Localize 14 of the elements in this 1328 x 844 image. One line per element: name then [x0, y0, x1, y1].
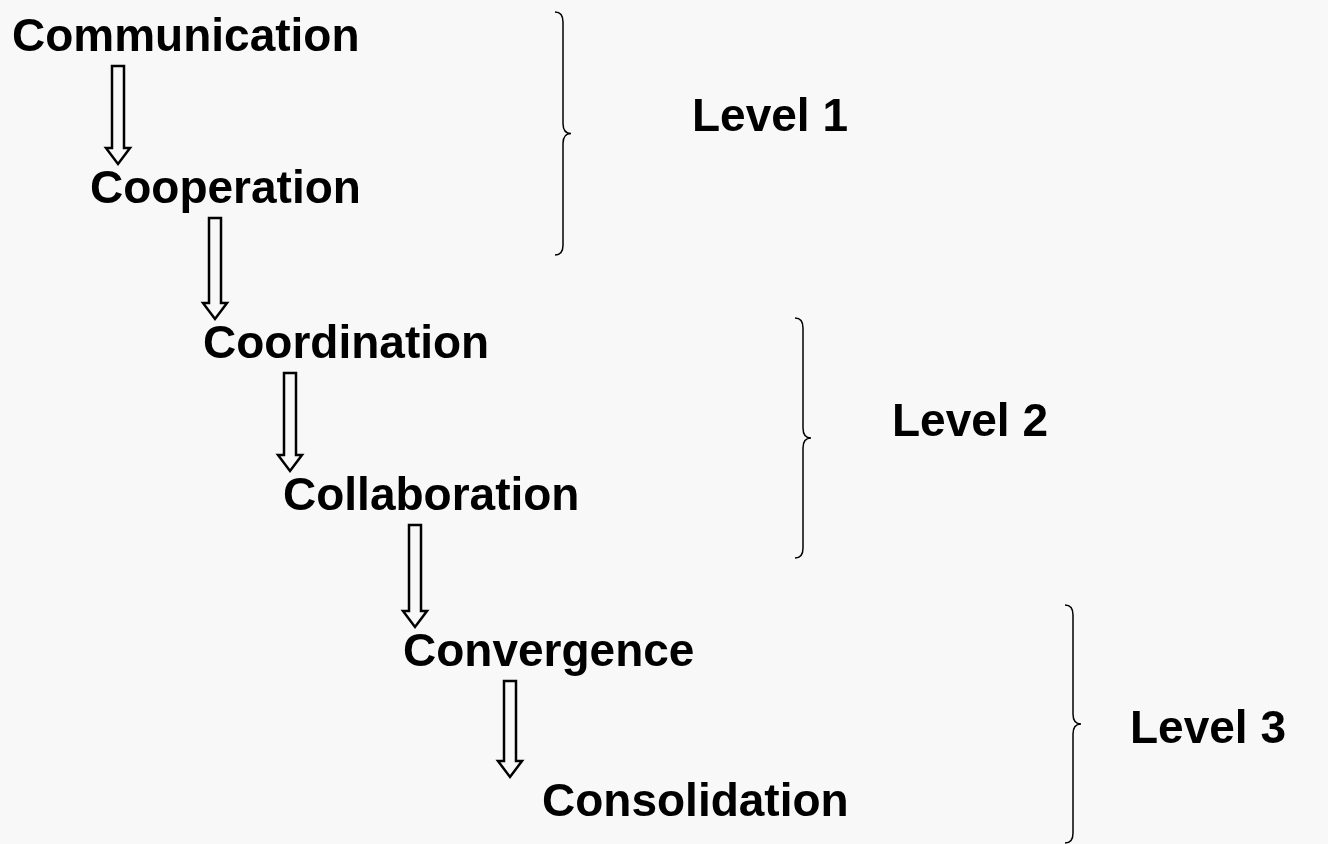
stage-label: Coordination [203, 315, 490, 369]
stage-label: Communication [12, 8, 360, 62]
stage-label: Cooperation [90, 160, 361, 214]
level-label: Level 3 [1130, 700, 1286, 754]
level-label: Level 2 [892, 393, 1048, 447]
stage-label: Collaboration [283, 467, 580, 521]
down-arrow [275, 371, 305, 474]
down-arrow [495, 679, 525, 780]
down-arrow [400, 523, 430, 630]
stage-label: Convergence [403, 623, 695, 677]
down-arrow [200, 216, 230, 322]
level-label: Level 1 [692, 88, 848, 142]
stage-label: Consolidation [542, 773, 849, 827]
down-arrow [103, 64, 133, 167]
